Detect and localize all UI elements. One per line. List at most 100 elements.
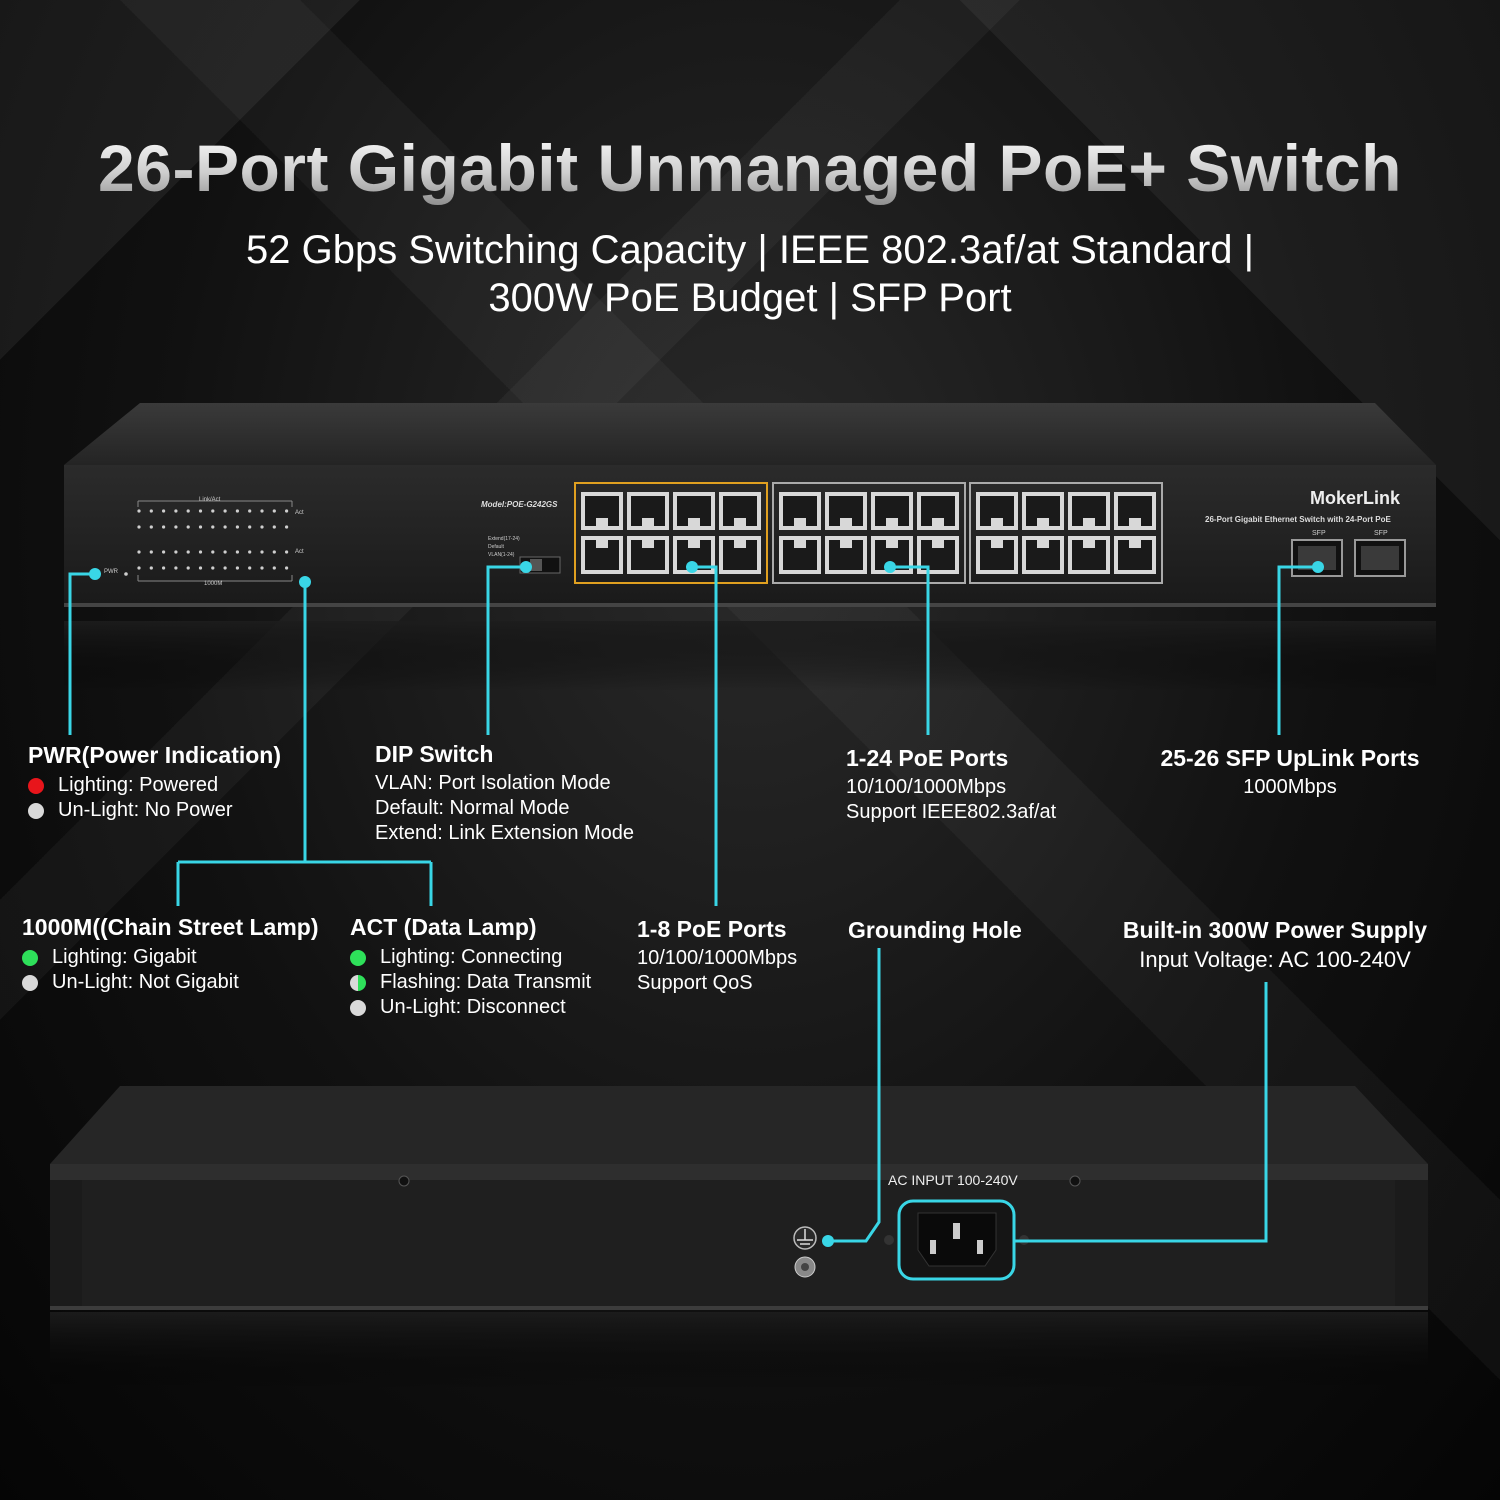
page-title: 26-Port Gigabit Unmanaged PoE+ Switch (0, 130, 1500, 206)
status-led (174, 525, 178, 529)
dip-option-extend: Extend(17-24) (488, 536, 520, 542)
status-led (235, 509, 239, 513)
callout-1000m-heading: 1000M((Chain Street Lamp) (22, 914, 319, 940)
status-led (223, 509, 227, 513)
status-led (260, 550, 264, 554)
power-line-voltage: Input Voltage: AC 100-240V (1139, 947, 1411, 972)
dip-line-vlan: VLAN: Port Isolation Mode (375, 772, 611, 794)
status-led (272, 525, 276, 529)
sfp-label-26: SFP (1312, 530, 1326, 537)
port-group-frame (574, 482, 768, 584)
status-led (248, 509, 252, 513)
callout-1000m-lamp: 1000M((Chain Street Lamp) Lighting: Giga… (22, 914, 319, 995)
dip-option-vlan: VLAN(1-24) (488, 552, 515, 558)
status-led (137, 509, 141, 513)
status-led (186, 509, 190, 513)
subtitle-line-1: 52 Gbps Switching Capacity | IEEE 802.3a… (245, 228, 1255, 272)
lamp1000-legend-row: Un-Light: Not Gigabit (22, 970, 319, 995)
callout-grounding: Grounding Hole (848, 917, 1022, 944)
status-led (248, 550, 252, 554)
sfp-line-speed: 1000Mbps (1243, 776, 1337, 798)
status-led (285, 550, 289, 554)
status-led (186, 525, 190, 529)
status-led (223, 566, 227, 570)
status-led (149, 550, 153, 554)
status-led (285, 509, 289, 513)
link-act-label: Link/Act (199, 497, 221, 503)
status-led (272, 566, 276, 570)
switch-rear-panel (50, 1086, 1428, 1390)
poe8-line-speed: 10/100/1000Mbps (637, 947, 798, 969)
status-led (248, 566, 252, 570)
status-led (260, 509, 264, 513)
status-led (162, 550, 166, 554)
grounding-hole-icon (793, 1226, 817, 1278)
status-led (174, 566, 178, 570)
status-led (223, 550, 227, 554)
status-led (272, 550, 276, 554)
status-led (149, 525, 153, 529)
dip-option-labels: Extend(17-24) Default VLAN(1-24) (488, 535, 520, 559)
status-led (198, 566, 203, 570)
status-led (174, 509, 178, 513)
callout-act-heading: ACT (Data Lamp) (350, 914, 537, 940)
led-indicator-icon (350, 974, 366, 991)
status-led (162, 566, 166, 570)
act-legend-text: Flashing: Data Transmit (380, 971, 592, 993)
act-label-bottom: Act (295, 549, 304, 555)
callout-poe24-heading: 1-24 PoE Ports (846, 745, 1009, 771)
status-led (137, 525, 141, 529)
led-indicator-icon (28, 802, 44, 819)
status-led (162, 509, 166, 513)
poe24-line-speed: 10/100/1000Mbps (846, 776, 1007, 798)
device-description: 26-Port Gigabit Ethernet Switch with 24-… (1205, 515, 1391, 524)
led-indicator-icon (22, 949, 38, 966)
lamp1000-legend-text: Un-Light: Not Gigabit (52, 971, 239, 993)
pwr-legend-text: Lighting: Powered (58, 774, 219, 796)
status-led (149, 566, 153, 570)
callout-dip-heading: DIP Switch (375, 741, 494, 767)
lamp1000-legend-text: Lighting: Gigabit (52, 946, 197, 968)
status-led (198, 550, 203, 554)
status-led (211, 566, 215, 570)
speed-label: 1000M (204, 581, 223, 587)
lamp1000-legend-row: Lighting: Gigabit (22, 945, 319, 970)
model-label: Model:POE-G242GS (481, 500, 558, 509)
callout-power-heading: Built-in 300W Power Supply (1122, 917, 1428, 943)
status-led (186, 550, 190, 554)
status-led (235, 550, 239, 554)
dip-line-extend: Extend: Link Extension Mode (375, 822, 635, 844)
sfp-label-25: SFP (1374, 530, 1388, 537)
callout-sfp: 25-26 SFP UpLink Ports 1000Mbps (1135, 745, 1445, 800)
act-legend-row: Lighting: Connecting (350, 945, 591, 970)
pwr-led (124, 572, 128, 576)
poe24-line-standard: Support IEEE802.3af/at (846, 801, 1057, 823)
status-led (285, 566, 289, 570)
status-led (149, 509, 153, 513)
led-indicator-icon (350, 999, 366, 1016)
status-led (162, 525, 166, 529)
led-indicator-icon (22, 974, 38, 991)
callout-poe-1-8: 1-8 PoE Ports 10/100/1000Mbps Support Qo… (637, 916, 797, 996)
rj45-ports (574, 482, 1163, 584)
act-legend-row: Flashing: Data Transmit (350, 970, 591, 995)
status-led (174, 550, 178, 554)
status-led (137, 550, 141, 554)
callout-poe8-heading: 1-8 PoE Ports (637, 916, 787, 942)
status-led (285, 525, 289, 529)
ac-power-inlet (884, 1199, 1029, 1281)
led-indicator-grid (124, 500, 293, 582)
callout-sfp-heading: 25-26 SFP UpLink Ports (1160, 745, 1420, 771)
callout-ground-heading: Grounding Hole (848, 917, 1022, 943)
status-led (186, 566, 190, 570)
status-led (260, 566, 264, 570)
act-label-top: Act (295, 510, 304, 516)
status-led (198, 509, 203, 513)
led-indicator-icon (28, 777, 44, 794)
port-group-frame (969, 482, 1163, 584)
status-led (272, 509, 276, 513)
pwr-legend-row: Lighting: Powered (28, 773, 281, 798)
status-led (211, 525, 215, 529)
ac-input-label: AC INPUT 100-240V (888, 1172, 1018, 1188)
pwr-legend-row: Un-Light: No Power (28, 798, 281, 823)
